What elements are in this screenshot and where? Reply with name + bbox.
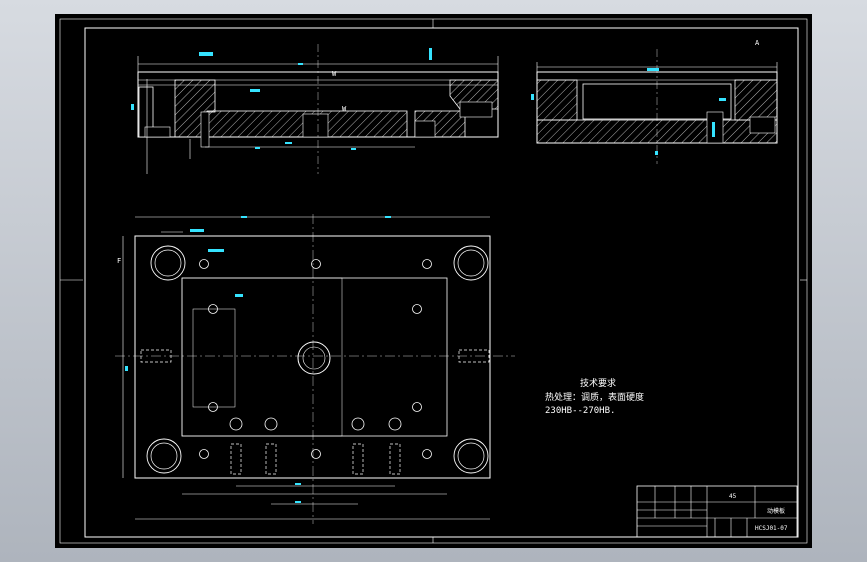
inner-frame xyxy=(84,27,799,538)
outer-frame xyxy=(59,18,808,544)
title-block xyxy=(636,485,798,538)
tech-line-1: 热处理：调质，表面硬度 xyxy=(545,391,644,403)
drawing-canvas[interactable]: W W A xyxy=(55,14,812,548)
dim-a-top: A xyxy=(755,39,760,47)
title-name: 动模板 xyxy=(767,507,785,515)
title-drawing-no: HCSJ01-07 xyxy=(755,525,788,532)
section-view-front xyxy=(131,44,499,174)
dim-w-lower: W xyxy=(342,105,347,113)
label-f: F xyxy=(117,257,121,265)
plan-view xyxy=(115,214,515,524)
drawing-svg: W W A xyxy=(59,18,808,544)
dim-w-upper: W xyxy=(332,70,337,78)
section-view-side xyxy=(531,49,778,164)
tech-title: 技术要求 xyxy=(580,377,616,389)
tech-line-2: 230HB--270HB. xyxy=(545,406,615,416)
title-material: 45 xyxy=(729,493,737,500)
